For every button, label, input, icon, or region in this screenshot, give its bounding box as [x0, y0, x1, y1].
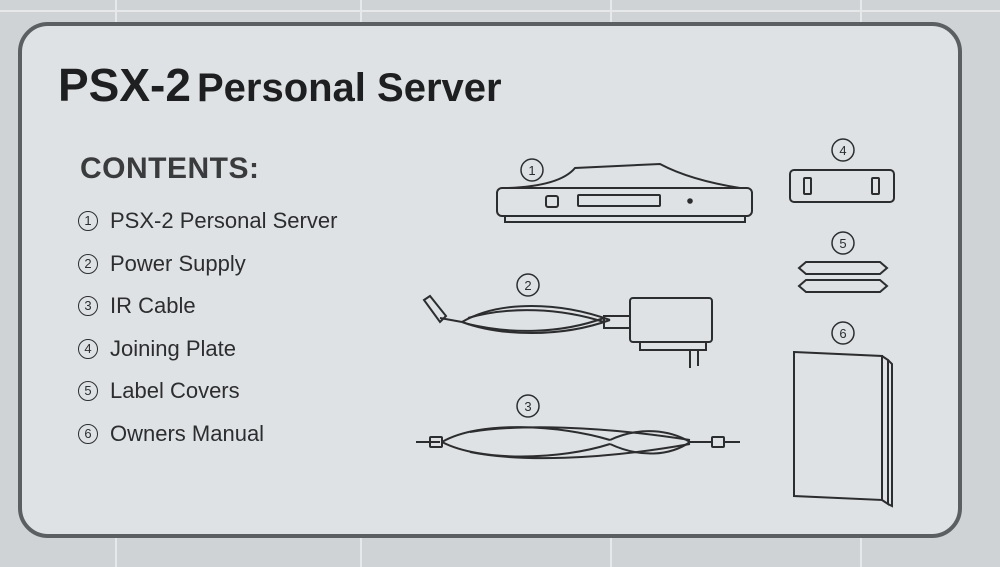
list-item: 1 PSX-2 Personal Server [78, 200, 337, 243]
title-rest: Personal Server [196, 66, 502, 110]
item-label: PSX-2 Personal Server [110, 208, 338, 234]
item-number: 3 [78, 296, 98, 317]
owners-manual-icon [793, 350, 893, 508]
callout-4-text: 4 [839, 143, 846, 158]
title-model: PSX-2 [58, 59, 191, 111]
label-covers-icon [797, 261, 889, 293]
contents-heading: CONTENTS: [80, 152, 260, 185]
contents-list: 1 PSX-2 Personal Server 2 Power Supply 3 IR… [78, 200, 337, 455]
callout-1: 1 [520, 158, 544, 182]
item-label: Owners Manual [110, 420, 265, 446]
item-label: IR Cable [110, 293, 196, 319]
item-number: 5 [78, 381, 98, 402]
server-icon [496, 162, 753, 223]
callout-1-text: 1 [528, 163, 535, 178]
callout-6-text: 6 [839, 326, 846, 341]
callout-6: 6 [831, 321, 855, 345]
callout-3-text: 3 [524, 399, 531, 414]
callout-2-text: 2 [524, 278, 531, 293]
ir-cable-icon [416, 426, 740, 460]
callout-2: 2 [516, 273, 540, 297]
item-number: 4 [78, 338, 98, 359]
item-number: 6 [78, 423, 98, 444]
callout-5: 5 [831, 231, 855, 255]
item-label: Label Covers [110, 378, 240, 404]
joining-plate-icon [789, 169, 895, 203]
power-supply-icon [422, 294, 713, 368]
item-number: 2 [78, 253, 98, 274]
list-item: 6 Owners Manual [78, 413, 337, 456]
list-item: 5 Label Covers [78, 370, 337, 413]
list-item: 3 IR Cable [78, 285, 337, 328]
callout-3: 3 [516, 394, 540, 418]
item-label: Power Supply [110, 250, 246, 276]
item-label: Joining Plate [110, 335, 236, 361]
callout-5-text: 5 [839, 236, 846, 251]
list-item: 4 Joining Plate [78, 328, 337, 371]
item-number: 1 [78, 211, 98, 232]
list-item: 2 Power Supply [78, 243, 337, 286]
callout-4: 4 [831, 138, 855, 162]
